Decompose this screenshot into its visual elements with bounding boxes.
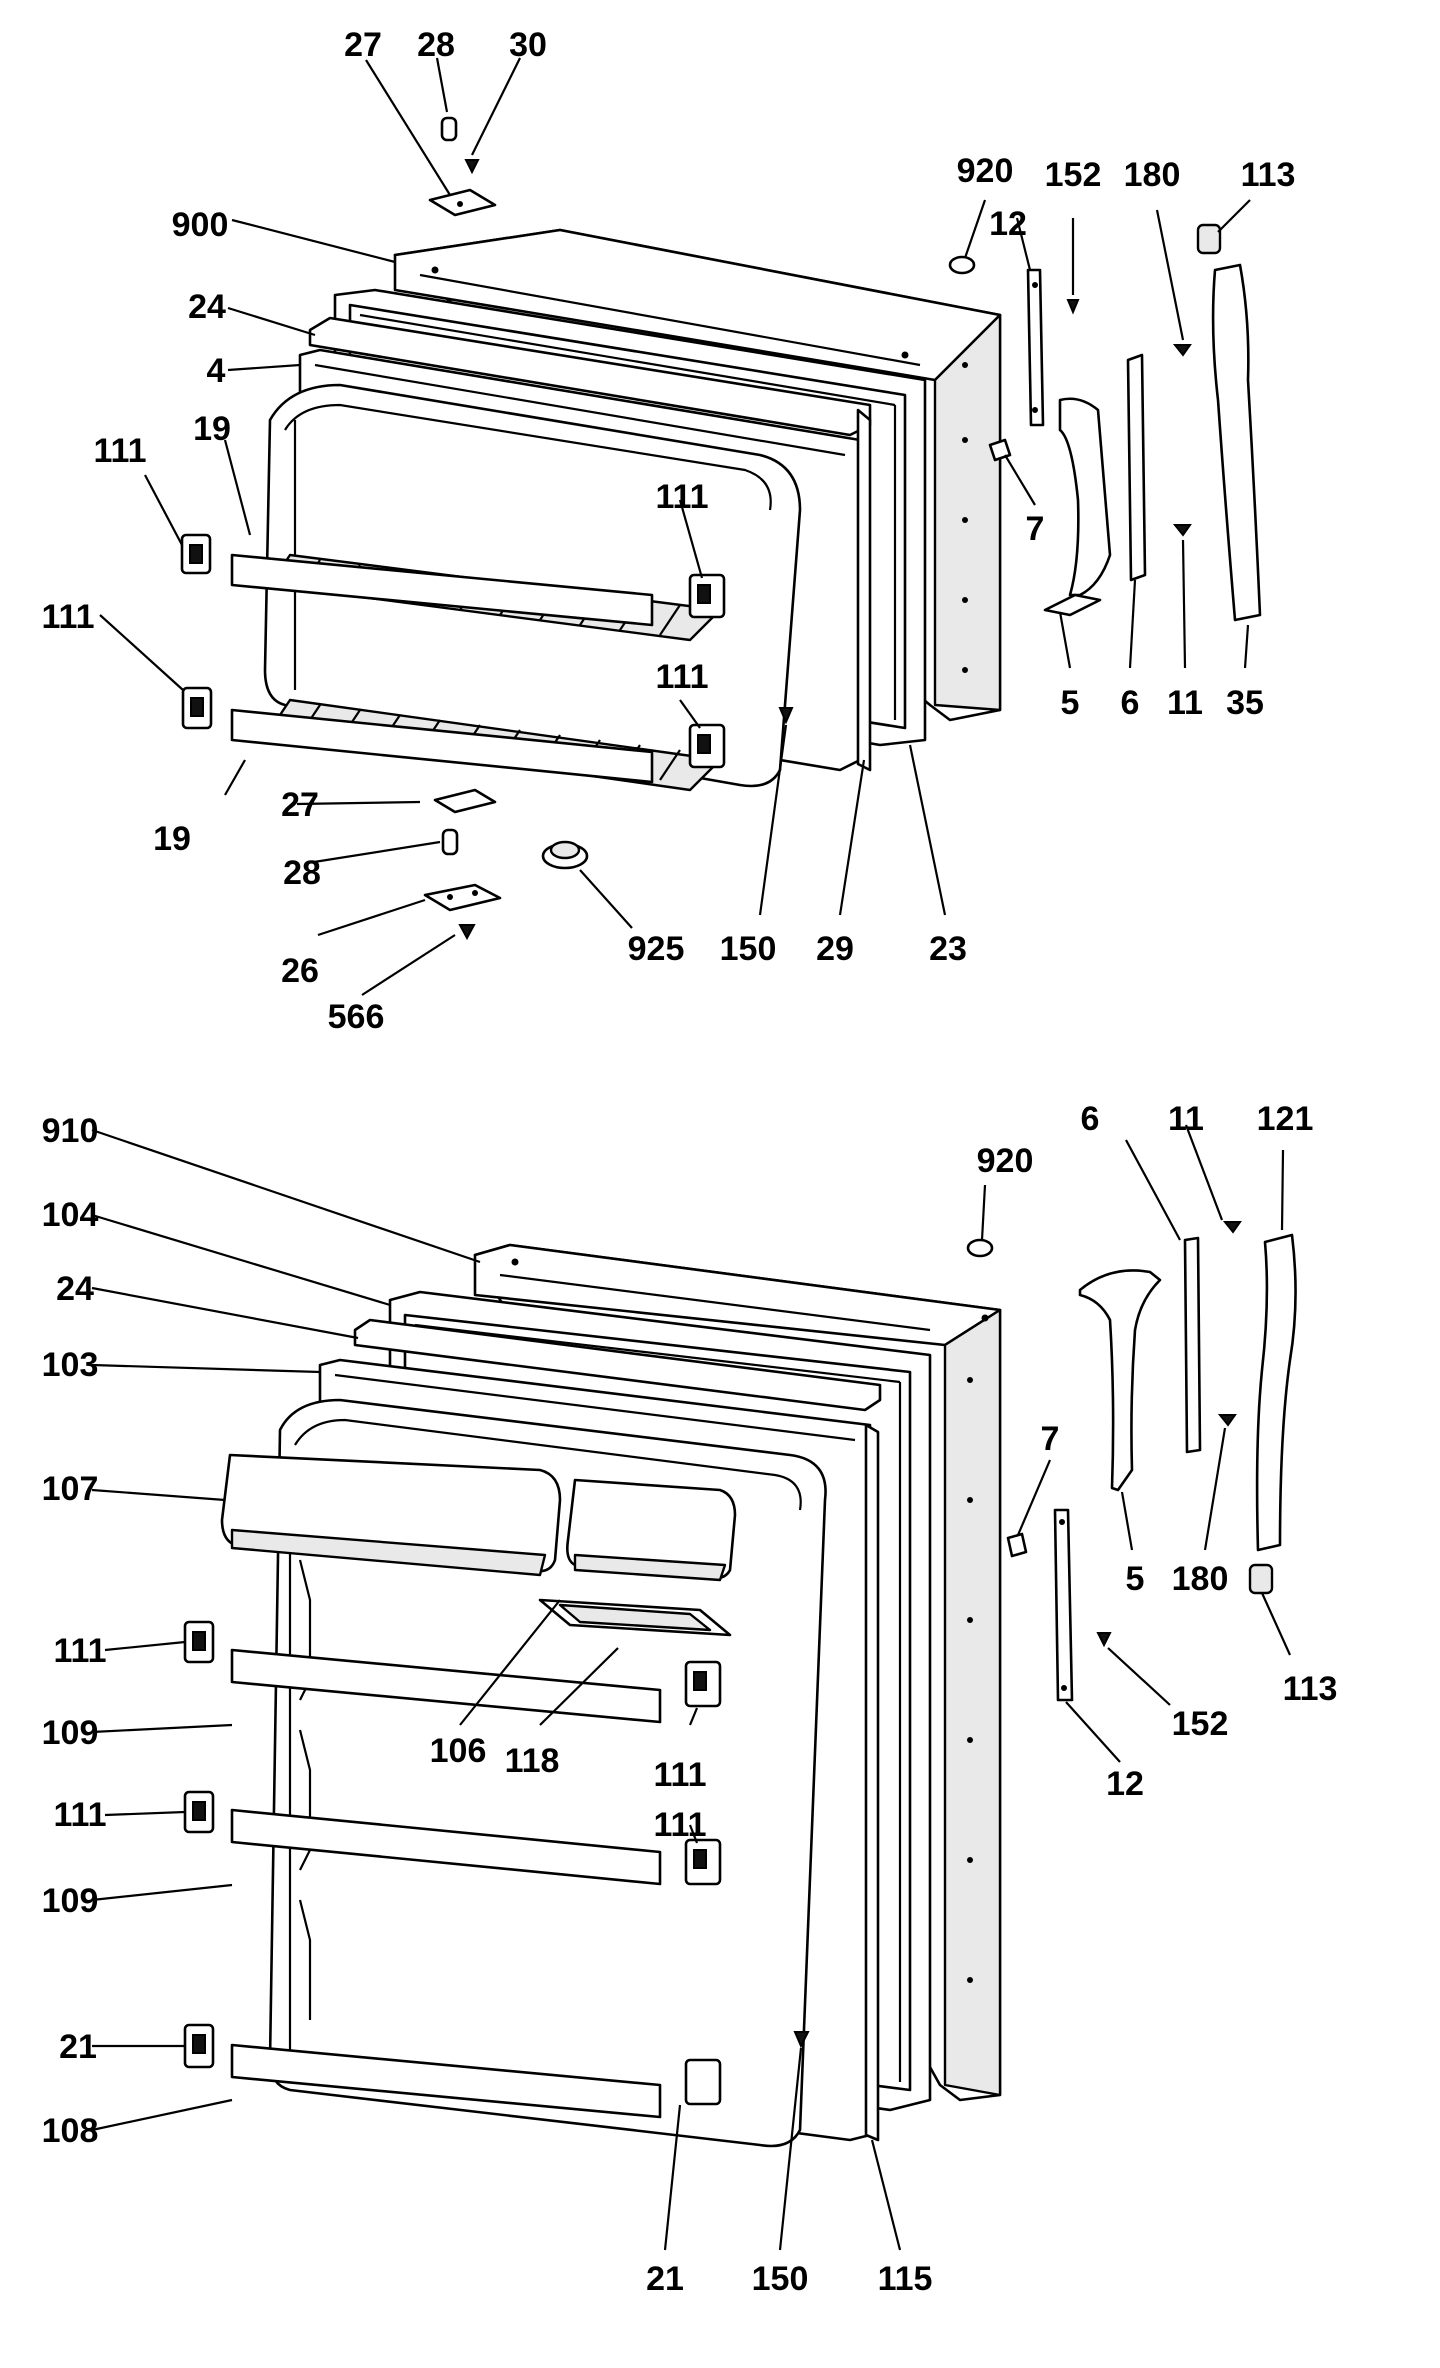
callout-920: 920 bbox=[977, 1142, 1034, 1180]
shelf-bar-108 bbox=[230, 2043, 662, 2119]
callout-7: 7 bbox=[1026, 510, 1045, 548]
callout-566: 566 bbox=[328, 998, 385, 1036]
shelf-bar-upper bbox=[230, 553, 654, 627]
shelf-bar-109-upper bbox=[230, 1648, 662, 1724]
callout-111: 111 bbox=[94, 432, 147, 470]
callout-920: 920 bbox=[957, 152, 1014, 190]
callout-103: 103 bbox=[42, 1346, 99, 1384]
callout-24: 24 bbox=[56, 1270, 94, 1308]
callout-108: 108 bbox=[42, 2112, 99, 2150]
trim-strip bbox=[864, 1423, 880, 2142]
callout-152: 152 bbox=[1045, 156, 1102, 194]
handle-hardware bbox=[966, 1221, 1297, 1702]
callout-27: 27 bbox=[281, 786, 319, 824]
callout-900: 900 bbox=[172, 206, 229, 244]
callout-28: 28 bbox=[283, 854, 321, 892]
callout-35: 35 bbox=[1226, 684, 1264, 722]
fresh-food-leader-lines bbox=[91, 1124, 1292, 2251]
callout-12: 12 bbox=[989, 205, 1027, 243]
screw-150 bbox=[793, 2031, 810, 2049]
callout-7: 7 bbox=[1041, 1420, 1060, 1458]
callout-109: 109 bbox=[42, 1714, 99, 1752]
trim-strip bbox=[856, 408, 872, 772]
callout-111: 111 bbox=[654, 1756, 707, 1794]
callout-115: 115 bbox=[878, 2260, 933, 2298]
callout-180: 180 bbox=[1172, 1560, 1229, 1598]
callout-150: 150 bbox=[720, 930, 777, 968]
handle-hardware bbox=[948, 223, 1262, 622]
callout-118: 118 bbox=[505, 1742, 560, 1780]
door-liner bbox=[230, 383, 802, 792]
callout-180: 180 bbox=[1124, 156, 1181, 194]
callout-111: 111 bbox=[54, 1632, 107, 1670]
callout-21: 21 bbox=[646, 2260, 684, 2298]
callout-28: 28 bbox=[417, 26, 455, 64]
callout-6: 6 bbox=[1121, 684, 1140, 722]
callout-111: 111 bbox=[42, 598, 95, 636]
door-liner bbox=[268, 1398, 827, 2148]
callout-111: 111 bbox=[54, 1796, 107, 1834]
freezer-door-assembly: 27 28 30 900 24 4 111 19 111 19 111 111 … bbox=[42, 26, 1296, 1036]
callout-113: 113 bbox=[1241, 156, 1296, 194]
callout-106: 106 bbox=[430, 1732, 487, 1770]
callout-5: 5 bbox=[1061, 684, 1080, 722]
screw-150 bbox=[778, 707, 794, 725]
callout-19: 19 bbox=[153, 820, 191, 858]
bottom-hinge bbox=[423, 788, 502, 941]
fresh-food-door-assembly: 910 104 24 103 107 111 109 111 109 21 10… bbox=[42, 1100, 1338, 2298]
freezer-leader-lines bbox=[99, 57, 1251, 996]
callout-111: 111 bbox=[656, 478, 709, 516]
callout-107: 107 bbox=[42, 1470, 99, 1508]
callout-104: 104 bbox=[42, 1196, 99, 1234]
callout-111: 111 bbox=[656, 658, 709, 696]
callout-111: 111 bbox=[654, 1806, 707, 1844]
plug-925 bbox=[541, 840, 589, 870]
freezer-callout-labels: 27 28 30 900 24 4 111 19 111 19 111 111 … bbox=[42, 26, 1296, 1036]
callout-19: 19 bbox=[193, 410, 231, 448]
callout-30: 30 bbox=[509, 26, 547, 64]
callout-109: 109 bbox=[42, 1882, 99, 1920]
fresh-food-callout-labels: 910 104 24 103 107 111 109 111 109 21 10… bbox=[42, 1100, 1338, 2298]
callout-925: 925 bbox=[628, 930, 685, 968]
shelf-brackets bbox=[180, 533, 726, 769]
callout-121: 121 bbox=[1257, 1100, 1314, 1138]
callout-12: 12 bbox=[1106, 1765, 1144, 1803]
small-bin-118 bbox=[538, 1598, 732, 1637]
callout-4: 4 bbox=[207, 352, 226, 390]
callout-23: 23 bbox=[929, 930, 967, 968]
callout-910: 910 bbox=[42, 1112, 99, 1150]
top-hinge bbox=[428, 116, 497, 217]
callout-29: 29 bbox=[816, 930, 854, 968]
callout-6: 6 bbox=[1081, 1100, 1100, 1138]
callout-21: 21 bbox=[59, 2028, 97, 2066]
door-bins bbox=[220, 1453, 737, 1582]
callout-24: 24 bbox=[188, 288, 226, 326]
callout-150: 150 bbox=[752, 2260, 809, 2298]
shelf-bar-109-lower bbox=[230, 1808, 662, 1886]
callout-26: 26 bbox=[281, 952, 319, 990]
callout-11: 11 bbox=[1168, 1100, 1204, 1138]
callout-27: 27 bbox=[344, 26, 382, 64]
callout-11: 11 bbox=[1167, 684, 1203, 722]
shelf-bar-lower bbox=[230, 708, 654, 784]
callout-113: 113 bbox=[1283, 1670, 1338, 1708]
callout-152: 152 bbox=[1172, 1705, 1229, 1743]
callout-5: 5 bbox=[1126, 1560, 1145, 1598]
